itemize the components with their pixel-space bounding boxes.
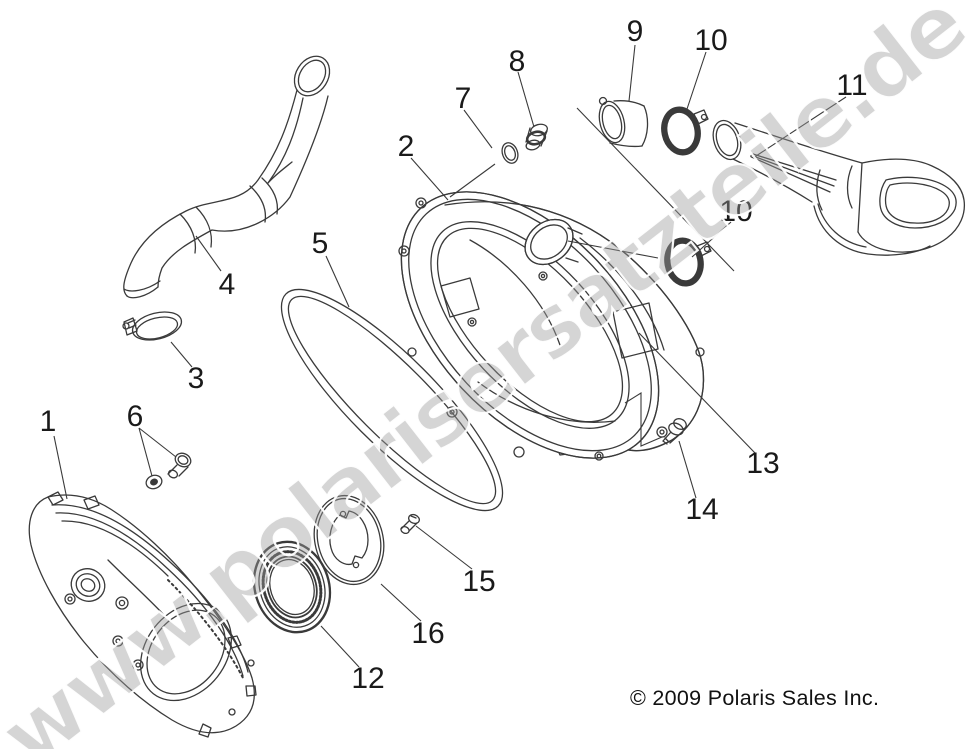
air-intake-duct [712,119,966,256]
leader-line-14 [678,440,697,499]
leader-line-7 [463,109,493,149]
copyright-text: © 2009 Polaris Sales Inc. [630,686,880,710]
callout-14: 14 [685,493,718,526]
leader-line-5 [325,255,350,308]
leader-line-9 [628,44,636,102]
leader-line-6 [138,427,177,458]
leader-line-13 [638,332,756,454]
seal-ring [252,540,332,634]
leader-line-4 [195,235,222,272]
o-ring-7 [501,142,519,164]
leader-line-8 [517,71,535,128]
bolt-15 [400,513,420,535]
leader-line-2 [410,157,449,201]
screw-14 [662,418,687,445]
callout-15: 15 [462,565,495,598]
leader-line-10 [691,221,732,258]
clutch-duct-tube [123,55,331,299]
leader-line-15 [415,525,473,570]
leader-line-16 [380,583,422,622]
coupler-sleeve [598,96,649,148]
callout-10: 10 [694,24,727,57]
aux-leader-line [449,163,496,198]
leader-line-12 [320,625,360,668]
plug-8 [525,123,548,151]
callout-6: 6 [127,400,144,433]
aux-leader-line [624,392,663,447]
hose-clamp-10a [661,106,709,156]
callout-4: 4 [219,268,236,301]
outer-clutch-cover [28,491,257,738]
leader-line-10 [685,51,707,113]
callout-16: 16 [411,617,444,650]
leader-line-6 [138,427,153,477]
callout-2: 2 [398,130,415,163]
callout-13: 13 [746,447,779,480]
callout-12: 12 [351,662,384,695]
callout-7: 7 [455,82,472,115]
callout-3: 3 [188,362,205,395]
callout-1: 1 [40,405,57,438]
callout-11: 11 [836,69,867,102]
leader-line-11 [752,96,847,159]
aux-leader-line [567,240,659,259]
bolt-and-washer-6 [145,452,192,490]
hose-clamp-3 [122,311,183,341]
callout-5: 5 [312,227,329,260]
callout-10: 10 [719,195,752,228]
callout-8: 8 [509,45,526,78]
hose-clamp-10b [664,237,712,287]
leader-line-3 [170,341,193,368]
retainer-plate [313,494,385,586]
leader-line-1 [53,435,68,500]
drive-belt [280,288,504,512]
callout-9: 9 [627,15,644,48]
inner-clutch-cover [398,191,705,461]
aux-leader-line [576,107,735,272]
